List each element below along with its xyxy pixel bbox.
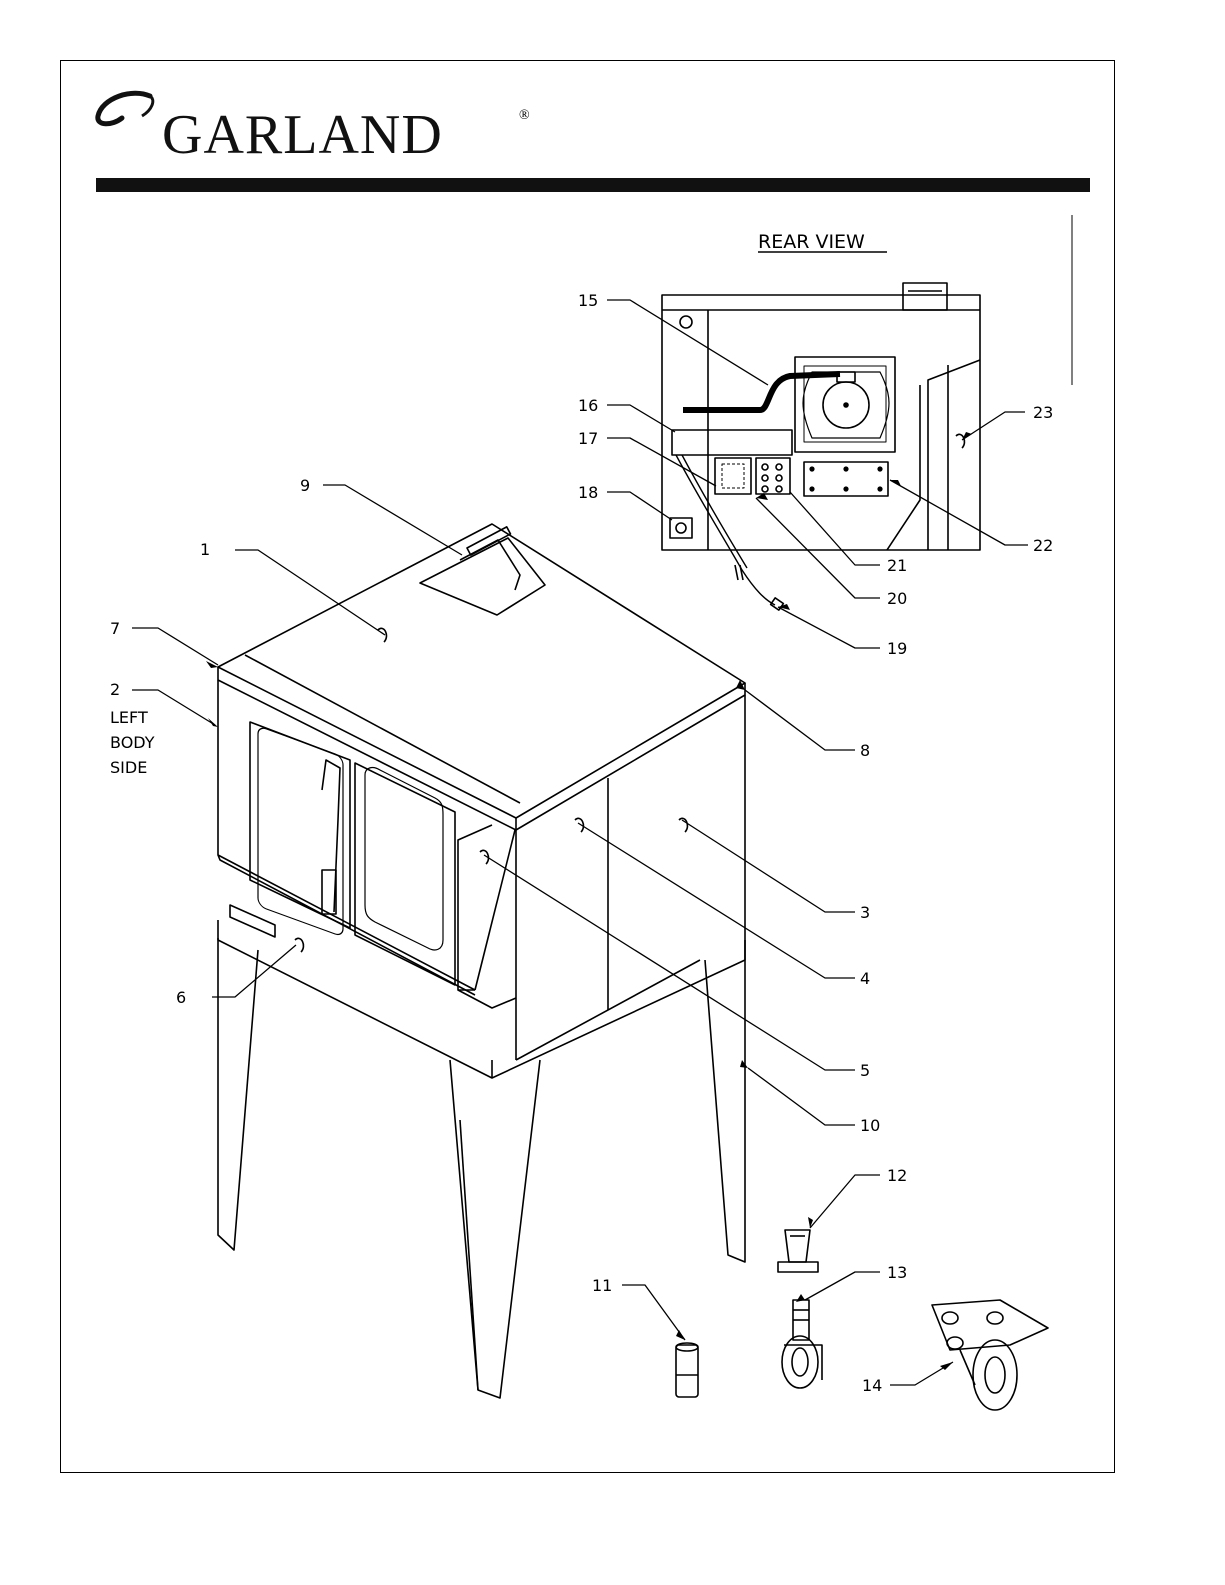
left-body-side-line2: BODY (110, 733, 155, 752)
leader-lines (132, 300, 1028, 1385)
rear-view-title: REAR VIEW (758, 231, 865, 253)
callout-14: 14 (862, 1376, 882, 1395)
callout-23: 23 (1033, 403, 1053, 422)
callout-22: 22 (1033, 536, 1053, 555)
callout-9: 9 (300, 476, 310, 495)
rear-view-panel (662, 283, 980, 610)
callout-20: 20 (887, 589, 907, 608)
adjustable-foot-part (778, 1230, 818, 1272)
left-body-side-line3: SIDE (110, 758, 147, 777)
plate-caster-part (932, 1300, 1048, 1410)
left-body-side-line1: LEFT (110, 708, 148, 727)
leader-arrowheads (206, 432, 972, 1370)
oven-body (218, 524, 745, 1078)
callout-4: 4 (860, 969, 870, 988)
callout-12: 12 (887, 1166, 907, 1185)
callout-13: 13 (887, 1263, 907, 1282)
callout-2: 2 (110, 680, 120, 699)
callout-16: 16 (578, 396, 598, 415)
oven-legs (218, 938, 745, 1398)
callout-markers (295, 434, 964, 952)
callout-5: 5 (860, 1061, 870, 1080)
bullet-foot-part (676, 1343, 698, 1397)
callout-17: 17 (578, 429, 598, 448)
callout-19: 19 (887, 639, 907, 658)
callout-labels: 1 2 LEFT BODY SIDE 3 4 5 6 7 8 9 10 11 1… (110, 291, 1053, 1395)
callout-21: 21 (887, 556, 907, 575)
callout-7: 7 (110, 619, 120, 638)
callout-3: 3 (860, 903, 870, 922)
callout-15: 15 (578, 291, 598, 310)
callout-10: 10 (860, 1116, 880, 1135)
callout-6: 6 (176, 988, 186, 1007)
callout-18: 18 (578, 483, 598, 502)
callout-1: 1 (200, 540, 210, 559)
callout-8: 8 (860, 741, 870, 760)
callout-11: 11 (592, 1276, 612, 1295)
stem-caster-part (782, 1300, 822, 1388)
